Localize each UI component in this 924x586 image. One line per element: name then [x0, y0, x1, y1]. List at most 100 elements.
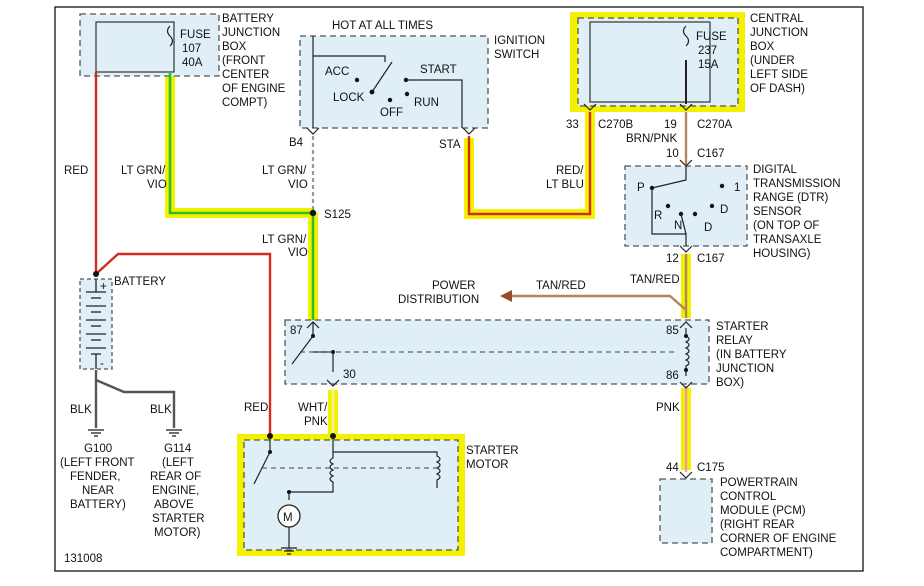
wire-label-ltgrn-3a: LT GRN/ [262, 234, 307, 246]
svg-text:CORNER OF ENGINE: CORNER OF ENGINE [720, 533, 837, 545]
ignition-switch-title: IGNITION SWITCH [494, 35, 545, 61]
pull-coil-icon [288, 452, 335, 500]
wire-label-red-2: RED [244, 402, 268, 414]
g114-label: G114 (LEFT REAR OF ENGINE, ABOVE STARTER… [150, 443, 205, 539]
svg-text:RELAY: RELAY [716, 335, 753, 347]
pin-33-label: 33 [566, 119, 579, 131]
starter-motor-title: STARTER MOTOR [466, 445, 519, 471]
wire-red-battery-starter [95, 252, 272, 436]
svg-text:(LEFT: (LEFT [162, 457, 194, 469]
svg-text:JUNCTION: JUNCTION [750, 27, 808, 39]
wire-label-tan-red-2: TAN/RED [630, 274, 680, 286]
svg-text:BATTERY): BATTERY) [70, 499, 126, 511]
svg-text:REAR OF: REAR OF [150, 471, 201, 483]
wire-label-ltgrn-1b: VIO [147, 179, 167, 191]
svg-text:(ON TOP OF: (ON TOP OF [753, 220, 819, 232]
svg-text:JUNCTION: JUNCTION [222, 27, 280, 39]
svg-text:STARTER: STARTER [152, 513, 205, 525]
hot-at-all-times-label: HOT AT ALL TIMES [332, 20, 433, 32]
relay-contact-switch [291, 335, 314, 365]
fuse-237-icon [682, 25, 690, 47]
svg-text:(FRONT: (FRONT [222, 55, 265, 67]
svg-text:CENTRAL: CENTRAL [750, 13, 804, 25]
relay-coil-icon [684, 328, 690, 376]
pcm-c175-label: C175 [697, 462, 725, 474]
dtr-r-label: R [654, 210, 662, 222]
off-label: OFF [380, 107, 403, 119]
pin-19-label: 19 [664, 119, 677, 131]
battery-cells-icon [86, 279, 106, 369]
svg-text:(LEFT FRONT: (LEFT FRONT [60, 457, 135, 469]
motor-label: M [283, 512, 293, 524]
svg-text:BOX): BOX) [716, 377, 744, 389]
svg-text:G114: G114 [164, 443, 192, 455]
svg-text:STARTER: STARTER [716, 321, 769, 333]
svg-text:MOTOR: MOTOR [466, 459, 509, 471]
svg-text:DISTRIBUTION: DISTRIBUTION [398, 294, 479, 306]
starter-motor-box [243, 439, 459, 551]
relay-pin-30-label: 30 [343, 369, 356, 381]
fuse-237-amp: 15A [698, 59, 719, 71]
figure-id: 131008 [64, 553, 102, 565]
c270b-label: C270B [598, 119, 633, 131]
svg-text:COMPT): COMPT) [222, 97, 268, 109]
svg-text:(UNDER: (UNDER [750, 55, 795, 67]
svg-text:LEFT SIDE: LEFT SIDE [750, 69, 808, 81]
svg-text:BOX: BOX [222, 41, 247, 53]
wire-label-ltgrn-2b: VIO [288, 179, 308, 191]
svg-text:SENSOR: SENSOR [753, 206, 802, 218]
svg-text:STARTER: STARTER [466, 445, 519, 457]
central-junction-box [577, 17, 739, 107]
svg-text:BATTERY: BATTERY [222, 13, 274, 25]
pcm-title: POWERTRAIN CONTROL MODULE (PCM) (RIGHT R… [720, 477, 837, 559]
wire-label-red-1: RED [64, 165, 88, 177]
fuse-107-amp: 40A [182, 57, 203, 69]
wire-label-red-ltblu-b: LT BLU [546, 179, 584, 191]
svg-text:BOX: BOX [750, 41, 775, 53]
fuse-107-label: FUSE [180, 29, 211, 41]
wire-tan-red-power-dist [512, 294, 687, 311]
svg-text:DIGITAL: DIGITAL [753, 164, 797, 176]
svg-text:CENTER: CENTER [222, 69, 269, 81]
battery-plus-label: + [100, 281, 107, 293]
lock-label: LOCK [333, 92, 365, 104]
dtr-sensor-title: DIGITAL TRANSMISSION RANGE (DTR) SENSOR … [753, 164, 841, 260]
wire-label-ltgrn-2a: LT GRN/ [262, 165, 307, 177]
svg-text:MOTOR): MOTOR) [154, 527, 201, 539]
dtr-c167-bottom-label: C167 [697, 253, 725, 265]
wire-ltgrn-vio-fuse107 [168, 72, 313, 215]
pcm-pin-44-label: 44 [666, 462, 679, 474]
g100-label: G100 (LEFT FRONT FENDER, NEAR BATTERY) [60, 443, 135, 511]
run-label: RUN [414, 97, 439, 109]
dtr-d-lower-label: D [704, 222, 712, 234]
svg-text:ENGINE,: ENGINE, [152, 485, 199, 497]
power-distribution-label: POWER DISTRIBUTION [398, 280, 479, 306]
dtr-pin-12-label: 12 [666, 253, 679, 265]
wire-label-tan-red-1: TAN/RED [536, 280, 586, 292]
svg-text:HOUSING): HOUSING) [753, 248, 811, 260]
svg-text:OF ENGINE: OF ENGINE [222, 83, 286, 95]
starter-relay-title: STARTER RELAY (IN BATTERY JUNCTION BOX) [716, 321, 787, 389]
diagram-frame [54, 6, 864, 572]
dtr-p-label: P [637, 182, 645, 194]
g100-ground-icon [88, 429, 104, 437]
svg-text:RANGE (DTR): RANGE (DTR) [753, 192, 829, 204]
svg-text:COMPARTMENT): COMPARTMENT) [720, 547, 813, 559]
dtr-d-upper-label: D [720, 204, 728, 216]
sta-pin-label: STA [439, 139, 461, 151]
battery-junction-box [79, 13, 220, 77]
svg-text:MODULE (PCM): MODULE (PCM) [720, 505, 806, 517]
ignition-switch-box [299, 35, 489, 129]
dtr-c167-top-label: C167 [697, 148, 725, 160]
pcm-box [659, 478, 713, 544]
wire-label-ltgrn-1a: LT GRN/ [121, 165, 166, 177]
fuse-237-number: 237 [698, 45, 717, 57]
svg-text:POWER: POWER [432, 280, 475, 292]
wire-label-blk-1: BLK [70, 404, 92, 416]
svg-text:POWERTRAIN: POWERTRAIN [720, 477, 798, 489]
svg-text:(IN BATTERY: (IN BATTERY [716, 349, 787, 361]
wire-label-ltgrn-3b: VIO [288, 247, 308, 259]
c270a-label: C270A [697, 119, 732, 131]
svg-text:ABOVE: ABOVE [154, 499, 194, 511]
wire-label-red-ltblu-a: RED/ [556, 165, 584, 177]
